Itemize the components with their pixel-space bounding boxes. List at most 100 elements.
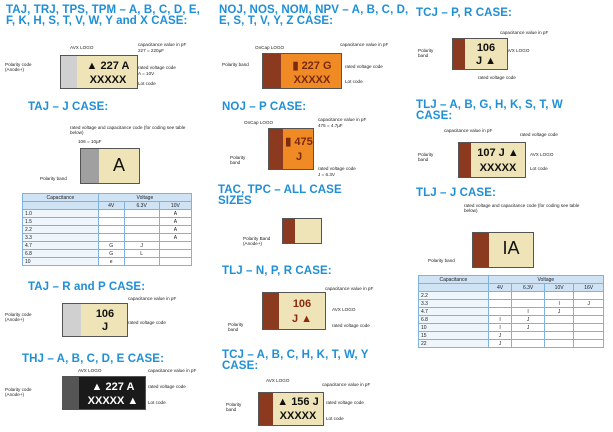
label-lot-code-2: Lot code (148, 400, 166, 405)
table-cell-code: A (158, 225, 193, 234)
table-cell-code: G (97, 241, 125, 250)
table-cell-code (573, 307, 604, 316)
capacitor-chip-9: 106 J ▲ (262, 292, 326, 330)
label-cap-pf-6: capacitance value in pF (325, 286, 374, 291)
table-cell-code (487, 299, 513, 308)
chip-3-top: 106 (476, 42, 496, 54)
th-voltage: Voltage (97, 193, 193, 202)
label-rated-voltage-7: rated voltage code (326, 400, 364, 405)
table-row: 1.5 A (22, 217, 193, 226)
table-cell-code: I (543, 299, 575, 308)
chip-10-top: ▲ 227 A (91, 381, 135, 393)
chip-8-bottom: J (101, 321, 109, 333)
table-cell-code (573, 339, 604, 348)
label-polarity-10: Polarity band (428, 258, 455, 263)
table-cell-code: J (487, 339, 513, 348)
label-avx-logo-5: AVX LOGO (506, 48, 530, 53)
label-cap-pf: capacitance value in pF (138, 42, 187, 47)
capacitor-chip-8: 106 J (62, 303, 128, 337)
table-cell-code: G (97, 249, 125, 258)
table-cell-code (543, 339, 575, 348)
label-rv-cap-code: rated voltage and capacitance code (for … (70, 125, 186, 135)
table-cell-code (543, 315, 575, 324)
label-cap-pf-2: capacitance value in pF (128, 296, 177, 301)
table-cell-code (123, 233, 160, 242)
label-cap-example-3: 475 = 4.7µF (318, 123, 343, 128)
table-cell-code: J (543, 307, 575, 316)
label-oncap-logo-2: OnCap LOGO (244, 120, 274, 125)
table-cell-capacitance: 4.7 (22, 241, 99, 250)
chip-1-top: ▲ 227 A (86, 60, 130, 72)
capacitor-chip-10: ▲ 227 A XXXXX ▲ (62, 376, 146, 410)
chip-2-bottom: XXXXX (293, 74, 331, 86)
label-cap-pf-9: capacitance value in pF (444, 128, 493, 133)
label-rated-voltage-3: rated voltage code (148, 384, 186, 389)
table-cell-code (511, 339, 545, 348)
table-cell-code: I (511, 307, 545, 316)
section-title-tcj-abc: TCJ – A, B, C, H, K, T, W, Y CASE: (222, 349, 369, 372)
label-lot-code: Lot code (138, 81, 156, 86)
chip-8-top: 106 (95, 308, 115, 320)
label-rated-voltage-9: rated voltage code (520, 132, 558, 137)
table-cell-capacitance: 1.0 (22, 209, 99, 218)
label-avx-logo: AVX LOGO (70, 45, 94, 50)
label-lot-code-5: Lot code (530, 166, 548, 171)
chip-6-top: 107 J ▲ (477, 147, 519, 159)
table-cell-capacitance: 6.8 (22, 249, 99, 258)
label-polarity-7: Polarity band (226, 402, 242, 412)
table-cell-capacitance: 10 (22, 257, 99, 266)
label-rated-example: A = 10V (138, 71, 155, 76)
chip-5-top: ▮ 475 (285, 136, 313, 148)
table-cell-code (123, 257, 160, 266)
table-cell-code (97, 209, 125, 218)
table-cell-capacitance: 3.3 (22, 233, 99, 242)
capacitor-chip-7: IA (472, 232, 534, 268)
label-lot-code-3: Lot code (345, 79, 363, 84)
section-title-taj-j: TAJ – J CASE: (28, 101, 109, 113)
section-title-tlj-abg: TLJ – A, B, G, H, K, S, T, W CASE: (416, 99, 563, 122)
label-cap-pf-7: capacitance value in pF (322, 382, 371, 387)
section-title-noj-nos: NOJ, NOS, NOM, NPV – A, B, C, D, E, S, T… (219, 4, 409, 27)
table-cell-code (123, 217, 160, 226)
table-cell-code: J (487, 331, 513, 340)
table-cell-code: A (158, 217, 193, 226)
chip-9-bottom: J ▲ (291, 313, 313, 325)
label-polarity: Polarity code (Anode+) (5, 62, 32, 72)
table-cell-capacitance: 6.8 (418, 315, 489, 324)
table-cell-code (487, 291, 513, 300)
label-polarity-4: Polarity band (222, 62, 249, 67)
capacitor-chip-6: 107 J ▲ XXXXX (458, 142, 526, 178)
label-cap-pf-8: capacitance value in pF (500, 30, 549, 35)
chip-10-bottom: XXXXX ▲ (87, 395, 139, 407)
chip-2-top: ▮ 227 G (292, 60, 332, 72)
table-cell-code (573, 323, 604, 332)
table-cell-code (573, 315, 604, 324)
table-cell-code (123, 225, 160, 234)
table-cell-code: J (573, 299, 604, 308)
label-polarity-2: Polarity code (Anode+) (5, 312, 32, 322)
capacitor-chip-3: 106 J ▲ (452, 38, 508, 70)
label-cap-example-2: 106 = 10µF (78, 139, 102, 144)
th2-voltage: Voltage (487, 275, 605, 284)
table-cell-code: J (511, 315, 545, 324)
table-cell-code (573, 331, 604, 340)
table-cell-code (158, 249, 193, 258)
th2-v2: 6.3V (511, 283, 545, 292)
label-avx-logo-6: AVX LOGO (530, 152, 554, 157)
table-cell-capacitance: 1.5 (22, 217, 99, 226)
th-v3: 10V (158, 201, 193, 210)
label-rated-voltage: rated voltage code (138, 65, 176, 70)
table-cell-capacitance: 22 (418, 339, 489, 348)
th-capacitance: Capacitance (22, 193, 99, 202)
label-oncap-logo: OnCap LOGO (255, 45, 285, 50)
chip-4-code: A (112, 155, 125, 175)
capacitor-chip-2: ▮ 227 G XXXXX (262, 53, 342, 89)
table-cell-capacitance: 10 (418, 323, 489, 332)
section-title-tac-tpc: TAC, TPC – ALL CASE SIZES (218, 184, 342, 207)
